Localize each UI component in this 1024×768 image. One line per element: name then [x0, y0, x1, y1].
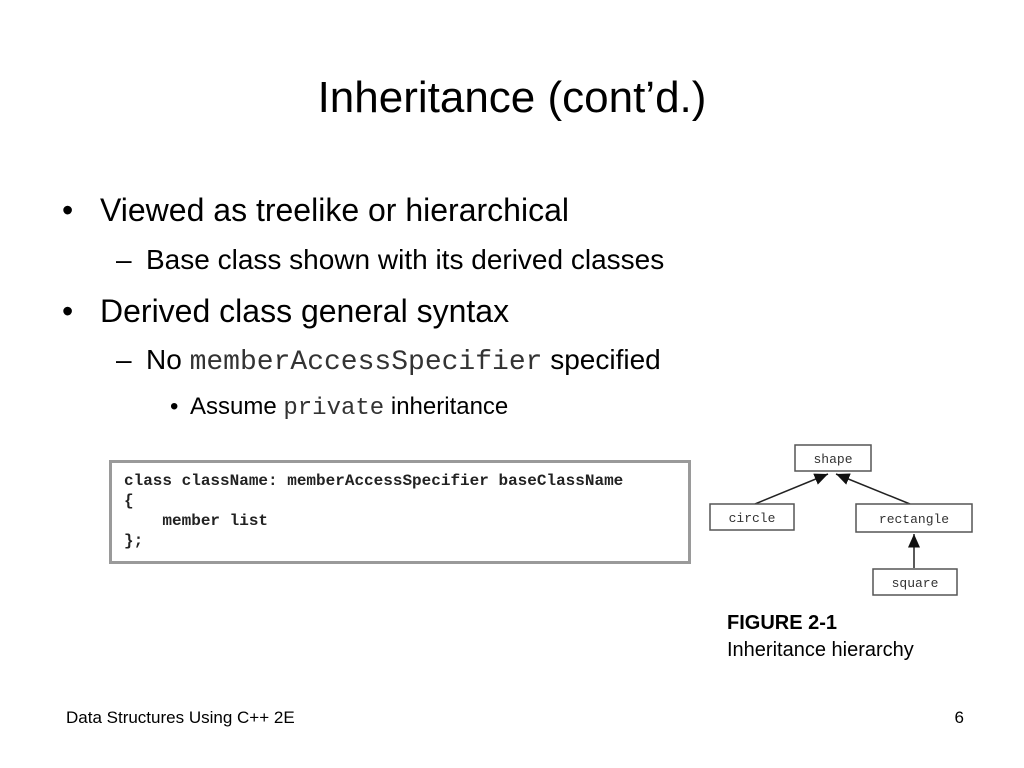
bullet-level2: –Base class shown with its derived class… — [116, 242, 664, 278]
bullet-level3: • Assume private inheritance — [170, 391, 508, 425]
bullet-suffix: inheritance — [384, 393, 509, 420]
node-label: rectangle — [879, 512, 949, 527]
page-number: 6 — [954, 708, 964, 727]
node-rectangle: rectangle — [855, 503, 973, 533]
bullet-prefix: No — [146, 344, 190, 375]
inline-code: private — [283, 395, 385, 422]
bullet-level2: –No memberAccessSpecifier specified — [116, 342, 661, 381]
code-line: }; — [124, 532, 144, 550]
code-line: member list — [124, 512, 269, 530]
bullet-text: Viewed as treelike or hierarchical — [100, 192, 569, 228]
bullet-glyph: • — [62, 293, 74, 329]
inheritance-diagram: shape circle rectangle square — [709, 444, 973, 596]
bullet-suffix: specified — [542, 344, 661, 375]
bullet-glyph: • — [170, 393, 179, 420]
node-label: shape — [813, 452, 852, 467]
bullet-text: Base class shown with its derived classe… — [146, 244, 665, 275]
bullet-level1: • Derived class general syntax — [62, 291, 509, 331]
node-label: square — [892, 576, 939, 591]
node-shape: shape — [794, 444, 872, 472]
node-label: circle — [729, 511, 776, 526]
bullet-prefix: Assume — [190, 393, 284, 420]
bullet-text: Derived class general syntax — [100, 293, 510, 329]
node-square: square — [872, 568, 958, 596]
connector-rectangle-shape — [835, 473, 911, 505]
connector-circle-shape — [754, 473, 829, 505]
bullet-level1: • Viewed as treelike or hierarchical — [62, 190, 569, 230]
slide-title: Inheritance (cont’d.) — [317, 73, 707, 122]
dash-glyph: – — [116, 244, 132, 275]
dash-glyph: – — [116, 344, 132, 375]
code-line: class className: memberAccessSpecifier b… — [124, 472, 624, 490]
footer-text: Data Structures Using C++ 2E — [66, 708, 295, 727]
bullet-glyph: • — [62, 192, 74, 228]
code-block: class className: memberAccessSpecifier b… — [109, 460, 691, 564]
figure-caption: Inheritance hierarchy — [727, 639, 914, 661]
node-circle: circle — [709, 503, 795, 531]
inline-code: memberAccessSpecifier — [189, 347, 543, 378]
figure-number: FIGURE 2-1 — [727, 612, 838, 634]
code-line: { — [124, 492, 134, 510]
